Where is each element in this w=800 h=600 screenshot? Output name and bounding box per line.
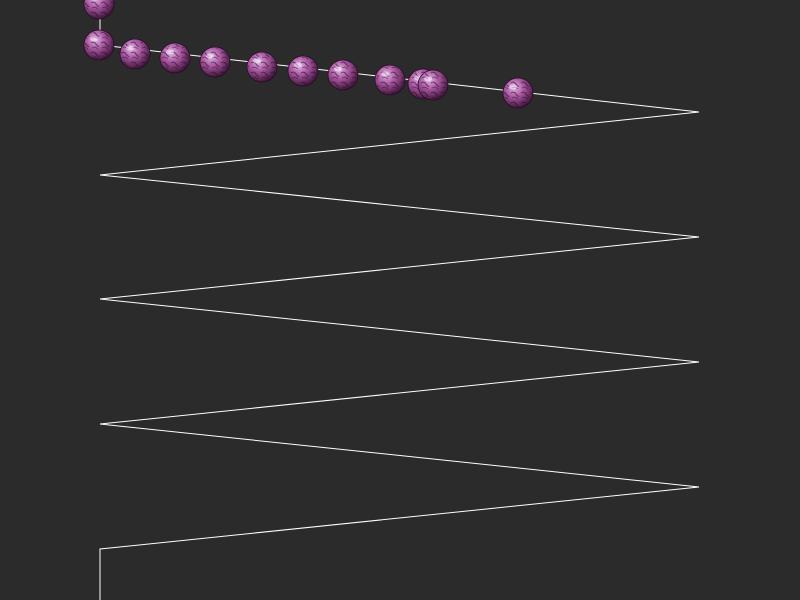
marble-ball-highlight bbox=[126, 45, 134, 51]
marble-ball-texture bbox=[289, 57, 317, 85]
marble-ball-highlight bbox=[381, 71, 389, 77]
marble-ball-texture bbox=[419, 71, 447, 99]
zigzag-track bbox=[99, 0, 700, 600]
marble-ball-texture bbox=[161, 44, 189, 72]
marble-ball-texture bbox=[201, 48, 229, 76]
marble-ball-highlight bbox=[206, 53, 214, 59]
marble-ball-texture bbox=[85, 0, 113, 18]
marble-ball-texture bbox=[85, 31, 113, 59]
marble-ball-texture bbox=[504, 79, 532, 107]
marble-ball-highlight bbox=[424, 76, 432, 82]
marble-ball-texture bbox=[376, 66, 404, 94]
ball-chain bbox=[83, 0, 534, 109]
marble-ball-highlight bbox=[509, 84, 517, 90]
marble-ball-texture bbox=[248, 53, 276, 81]
marble-ball-highlight bbox=[90, 36, 98, 42]
marble-ball-highlight bbox=[334, 66, 342, 72]
marble-ball-highlight bbox=[294, 62, 302, 68]
marble-ball-texture bbox=[329, 61, 357, 89]
marble-ball-highlight bbox=[91, 0, 97, 1]
marble-ball-texture bbox=[121, 40, 149, 68]
marble-ball-highlight bbox=[253, 58, 261, 64]
marble-ball-highlight bbox=[166, 49, 174, 55]
